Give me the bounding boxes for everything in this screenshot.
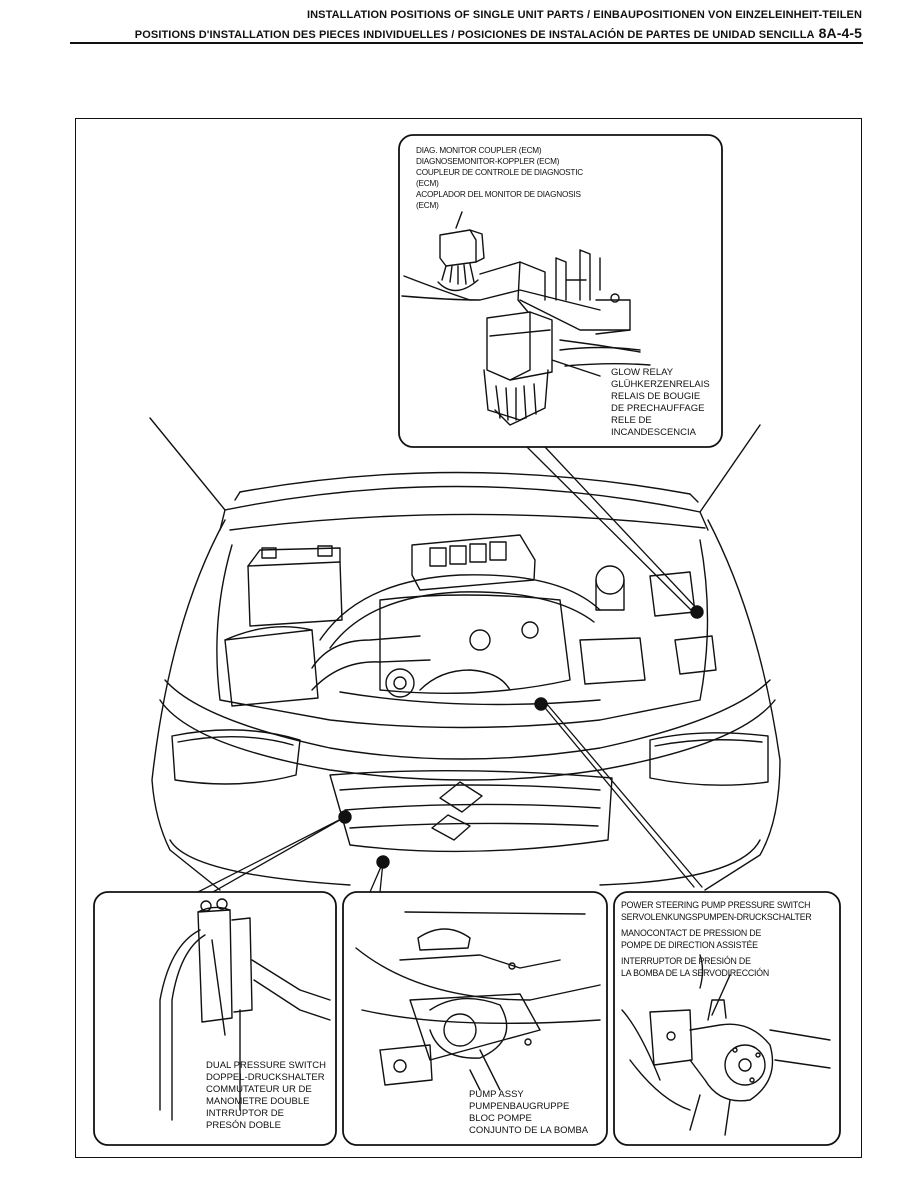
label-pump-assy-es: CONJUNTO DE LA BOMBA: [469, 1125, 589, 1136]
label-ps-switch-es2: LA BOMBA DE LA SERVODIRECCIÓN: [621, 968, 770, 978]
label-ps-switch-fr1: MANOCONTACT DE PRESSION DE: [621, 928, 762, 938]
header-rule: [70, 42, 863, 44]
label-diag-coupler-en: DIAG. MONITOR COUPLER (ECM): [416, 146, 542, 155]
label-glow-relay-es1: RELE DE: [611, 415, 652, 426]
callout-dot-icon: [690, 605, 704, 619]
callout-dot-icon: [376, 855, 390, 869]
callout-dot-icon: [338, 810, 352, 824]
label-diag-coupler: DIAG. MONITOR COUPLER (ECM) DIAGNOSEMONI…: [416, 145, 583, 211]
leader-lines: [197, 446, 703, 893]
dual-pressure-switch-drawing: [159, 898, 331, 1121]
label-diag-coupler-es1: ACOPLADOR DEL MONITOR DE DIAGNOSIS: [416, 190, 581, 199]
glow-relay-drawing: [483, 311, 651, 426]
detail-box-diag-relay: [398, 134, 723, 448]
vehicle-front-drawing: [149, 417, 781, 891]
diag-coupler-drawing: [401, 211, 641, 353]
page-number: 8A-4-5: [818, 25, 862, 41]
label-glow-relay-en: GLOW RELAY: [611, 367, 674, 378]
figure-frame: [75, 118, 862, 1158]
label-glow-relay: GLOW RELAY GLÜHKERZENRELAIS RELAIS DE BO…: [611, 367, 710, 439]
label-dual-pressure-en: DUAL PRESSURE SWITCH: [206, 1060, 326, 1071]
label-dual-pressure-fr1: COMMUTATEUR UR DE: [206, 1084, 312, 1095]
label-dual-pressure-es2: PRESÓN DOBLE: [206, 1120, 281, 1131]
label-ps-switch: POWER STEERING PUMP PRESSURE SWITCH SERV…: [621, 899, 812, 979]
label-ps-switch-es1: INTERRUPTOR DE PRESIÓN DE: [621, 956, 751, 966]
pump-assy-drawing: [355, 911, 601, 1091]
label-dual-pressure: DUAL PRESSURE SWITCH DOPPEL-DRUCKSHALTER…: [206, 1060, 326, 1132]
label-pump-assy-de: PUMPENBAUGRUPPE: [469, 1101, 570, 1112]
header-line-2-text: POSITIONS D'INSTALLATION DES PIECES INDI…: [134, 29, 815, 41]
label-glow-relay-de: GLÜHKERZENRELAIS: [611, 379, 710, 390]
callout-dot-icon: [534, 697, 548, 711]
label-ps-switch-de: SERVOLENKUNGSPUMPEN-DRUCKSCHALTER: [621, 912, 812, 922]
header-line-1: INSTALLATION POSITIONS OF SINGLE UNIT PA…: [306, 9, 862, 21]
label-diag-coupler-fr1: COUPLEUR DE CONTROLE DE DIAGNOSTIC: [416, 168, 583, 177]
detail-box-dual-pressure: [93, 891, 337, 1146]
label-dual-pressure-de: DOPPEL-DRUCKSHALTER: [206, 1072, 325, 1083]
ps-pump-drawing: [621, 954, 831, 1136]
detail-box-ps-switch: [613, 891, 841, 1146]
label-dual-pressure-fr2: MANOMETRE DOUBLE: [206, 1096, 310, 1107]
label-glow-relay-fr1: RELAIS DE BOUGIE: [611, 391, 701, 402]
label-diag-coupler-fr2: (ECM): [416, 179, 439, 188]
label-pump-assy-fr: BLOC POMPE: [469, 1113, 532, 1124]
label-diag-coupler-es2: (ECM): [416, 201, 439, 210]
detail-box-pump-assy: [342, 891, 608, 1146]
header-line-2: POSITIONS D'INSTALLATION DES PIECES INDI…: [135, 25, 862, 41]
label-pump-assy-en: PUMP ASSY: [469, 1089, 524, 1100]
label-glow-relay-fr2: DE PRECHAUFFAGE: [611, 403, 705, 414]
label-glow-relay-es2: INCANDESCENCIA: [611, 427, 696, 438]
label-ps-switch-en: POWER STEERING PUMP PRESSURE SWITCH: [621, 900, 811, 910]
label-pump-assy: PUMP ASSY PUMPENBAUGRUPPE BLOC POMPE CON…: [469, 1089, 588, 1137]
label-dual-pressure-es1: INTRRUPTOR DE: [206, 1108, 284, 1119]
label-ps-switch-fr2: POMPE DE DIRECTION ASSISTÉE: [621, 940, 758, 950]
label-diag-coupler-de: DIAGNOSEMONITOR-KOPPLER (ECM): [416, 157, 560, 166]
